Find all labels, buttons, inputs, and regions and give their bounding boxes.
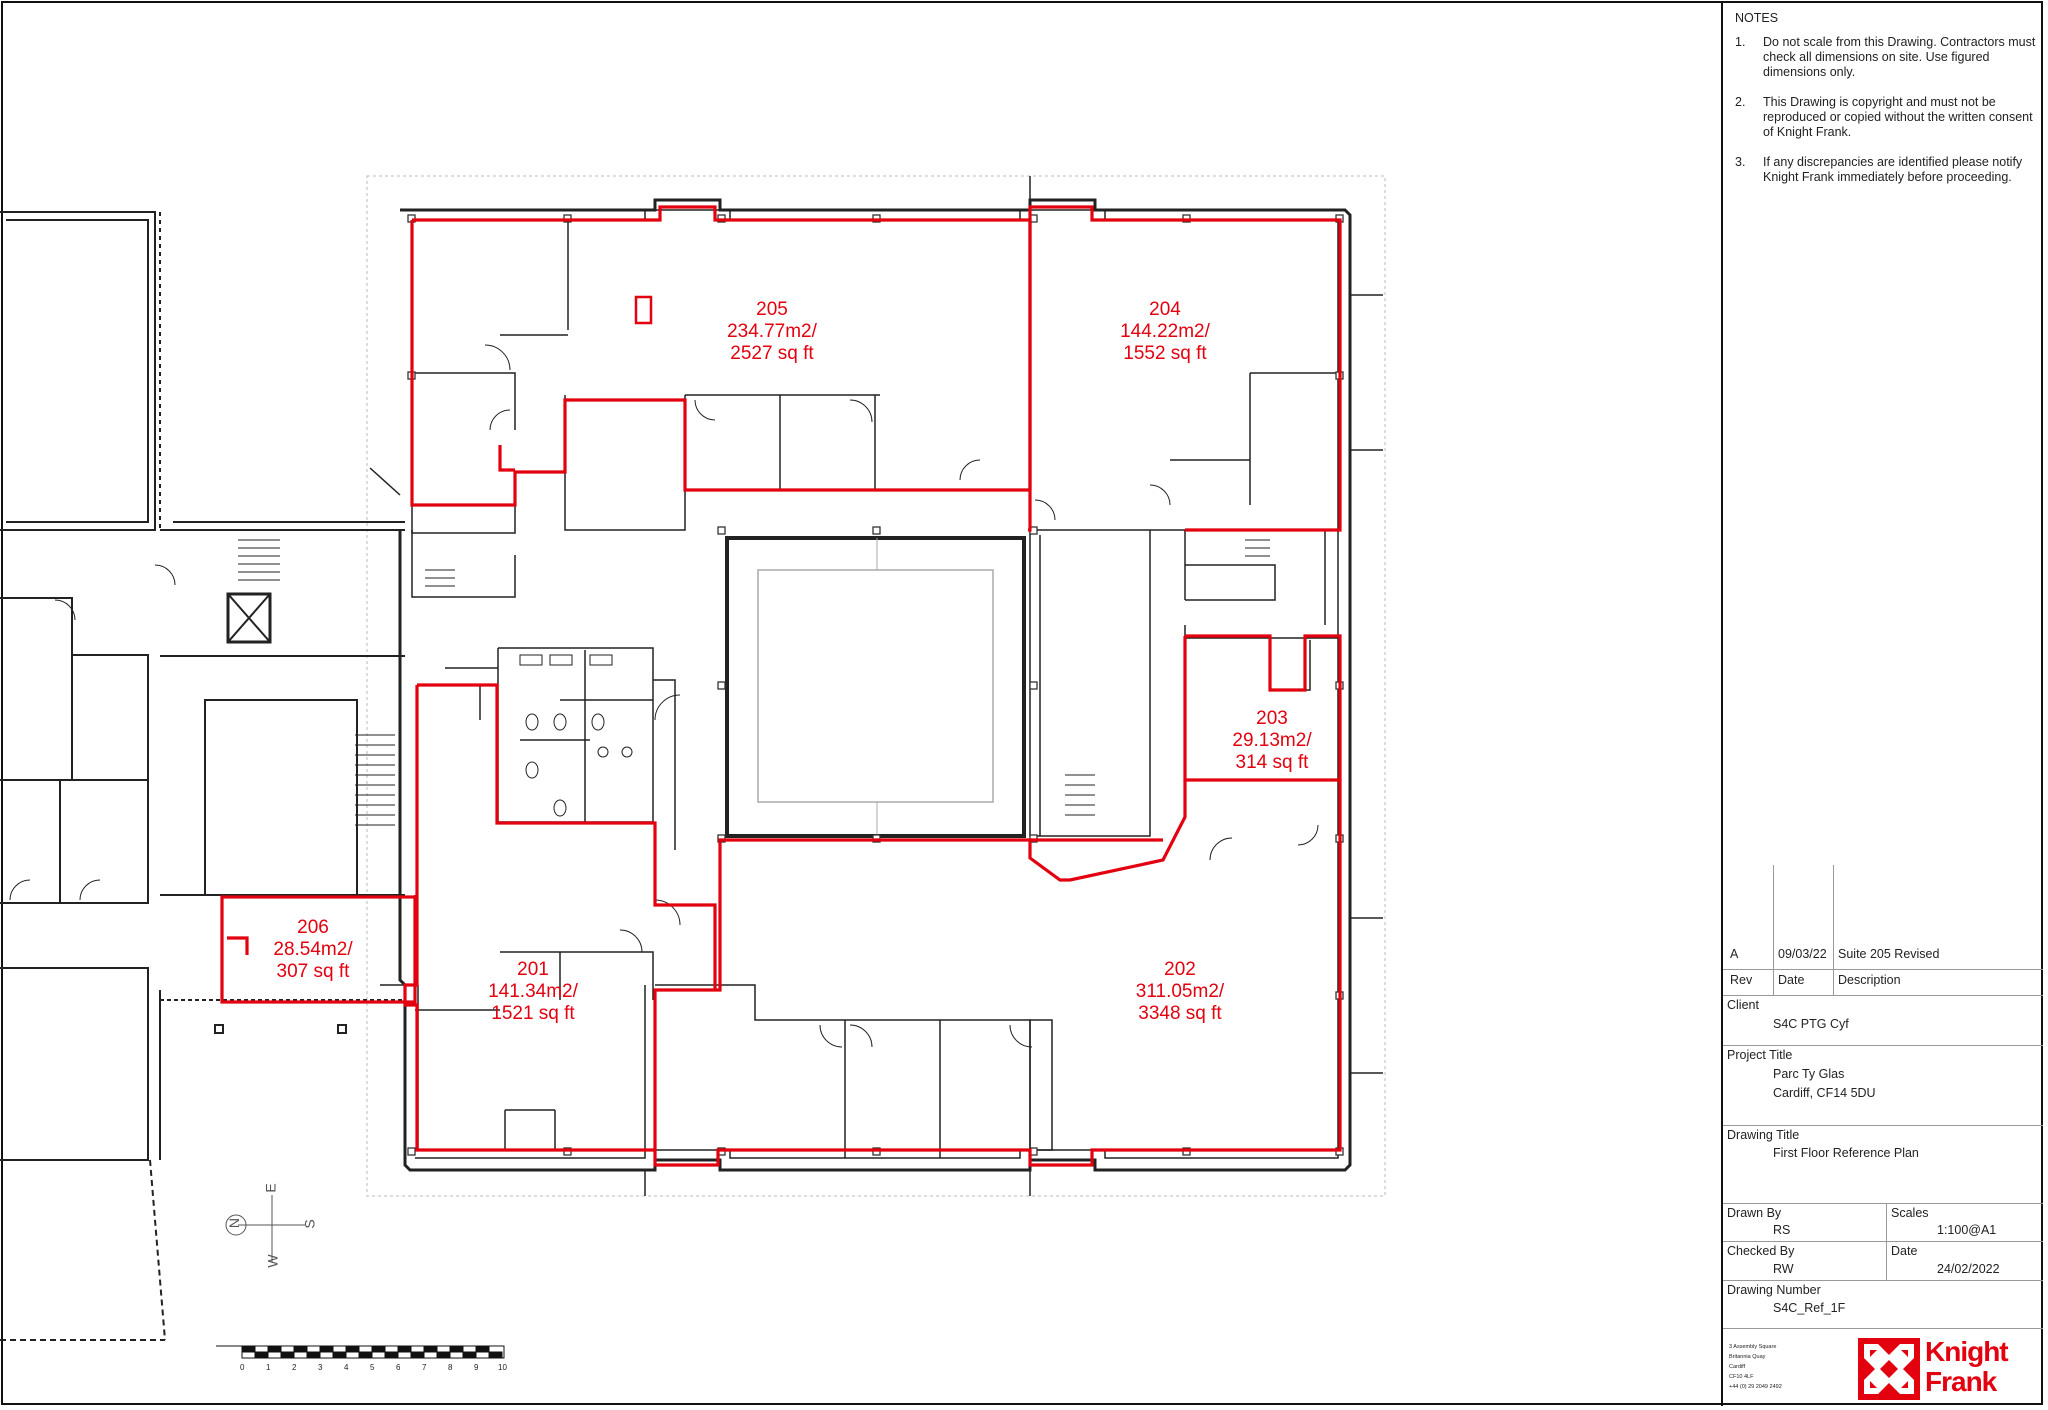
room-area-m2: 311.05m2/ [1135, 981, 1225, 1002]
compass-east: E [262, 1183, 279, 1193]
compass-west: W [264, 1254, 281, 1268]
room-number: 202 [1164, 959, 1196, 980]
scale-tick: 7 [422, 1363, 427, 1372]
note-number: 3. [1735, 155, 1746, 169]
room-area-m2: 144.22m2/ [1120, 321, 1210, 342]
project-title-line1: Parc Ty Glas [1773, 1067, 1845, 1081]
room-area-sqft: 307 sq ft [276, 961, 350, 982]
floor-plan [0, 175, 1386, 1359]
drawing-title-label: Drawing Title [1727, 1128, 1800, 1142]
notes-heading: NOTES [1735, 11, 1779, 25]
room-area-sqft: 3348 sq ft [1138, 1003, 1222, 1024]
scale-tick: 9 [474, 1363, 479, 1372]
address-line: Cardiff [1729, 1364, 1746, 1370]
client-value: S4C PTG Cyf [1773, 1017, 1849, 1031]
scales-label: Scales [1891, 1206, 1929, 1220]
project-title-line2: Cardiff, CF14 5DU [1773, 1086, 1876, 1100]
divider [1723, 995, 2043, 996]
drawn-by-label: Drawn By [1727, 1206, 1782, 1220]
address-line: 3 Assembly Square [1729, 1344, 1777, 1350]
scales-value: 1:100@A1 [1937, 1223, 1997, 1237]
room-area-m2: 141.34m2/ [488, 981, 578, 1002]
room-label-203: 203 29.13m2/ 314 sq ft [1192, 708, 1352, 774]
scale-tick: 5 [370, 1363, 375, 1372]
room-area-m2: 28.54m2/ [273, 939, 353, 960]
scale-tick: 8 [448, 1363, 453, 1372]
scale-tick: 4 [344, 1363, 349, 1372]
room-area-m2: 234.77m2/ [727, 321, 817, 342]
suite-boundaries [220, 205, 1342, 1167]
note-number: 1. [1735, 35, 1746, 49]
divider [1773, 865, 1774, 995]
scale-tick: 1 [266, 1363, 271, 1372]
drawing-title-value: First Floor Reference Plan [1773, 1146, 1919, 1160]
address-line: CF10 4LF [1729, 1374, 1754, 1380]
divider [1723, 1280, 2043, 1281]
adjacent-building [0, 211, 405, 1341]
logo-line2: Frank [1925, 1366, 1997, 1397]
room-label-202: 202 311.05m2/ 3348 sq ft [1100, 959, 1260, 1025]
divider [1833, 865, 1834, 995]
scale-tick: 10 [498, 1363, 507, 1372]
note-text: If any discrepancies are identified plea… [1763, 155, 2023, 184]
room-number: 205 [756, 299, 788, 320]
room-number: 204 [1149, 299, 1181, 320]
revision-header-rev: Rev [1730, 973, 1753, 987]
client-label: Client [1727, 998, 1759, 1012]
address-line: +44 (0) 29 2049 2492 [1729, 1384, 1782, 1390]
divider [1723, 1241, 2043, 1242]
divider [1723, 1045, 2043, 1046]
scale-tick: 6 [396, 1363, 401, 1372]
room-label-201: 201 141.34m2/ 1521 sq ft [453, 959, 613, 1025]
title-block: NOTES 1. Do not scale from this Drawing.… [1721, 3, 2043, 1406]
checked-by-label: Checked By [1727, 1244, 1795, 1258]
compass-north: N [226, 1217, 243, 1229]
logo-line1: Knight [1925, 1336, 2009, 1367]
drawn-by-value: RS [1773, 1223, 1791, 1237]
revision-description: Suite 205 Revised [1838, 947, 1940, 961]
room-label-206: 206 28.54m2/ 307 sq ft [233, 917, 393, 983]
room-number: 206 [297, 917, 329, 938]
date-label: Date [1891, 1244, 1918, 1258]
address-line: Britannia Quay [1729, 1354, 1766, 1360]
room-number: 203 [1256, 708, 1288, 729]
drawing-number-label: Drawing Number [1727, 1283, 1821, 1297]
revision-date: 09/03/22 [1778, 947, 1827, 961]
checked-by-value: RW [1773, 1262, 1794, 1276]
divider [1723, 969, 2043, 970]
room-area-sqft: 1521 sq ft [491, 1003, 575, 1024]
divider [1723, 1125, 2043, 1126]
project-title-label: Project Title [1727, 1048, 1793, 1062]
revision-header-description: Description [1838, 973, 1901, 987]
scale-bar [216, 1345, 505, 1359]
scale-tick: 0 [240, 1363, 245, 1372]
note-text: This Drawing is copyright and must not b… [1763, 95, 2033, 139]
scale-tick: 2 [292, 1363, 297, 1372]
room-label-205: 205 234.77m2/ 2527 sq ft [692, 299, 852, 365]
room-area-sqft: 314 sq ft [1235, 752, 1309, 773]
date-value: 24/02/2022 [1937, 1262, 2000, 1276]
room-number: 201 [517, 959, 549, 980]
compass [225, 1195, 305, 1262]
revision-rev: A [1730, 947, 1739, 961]
revision-header-date: Date [1778, 973, 1805, 987]
divider [1723, 1328, 2043, 1329]
drawing-number-value: S4C_Ref_1F [1773, 1301, 1846, 1315]
knight-frank-logo-mark [1858, 1338, 1920, 1400]
note-text: Do not scale from this Drawing. Contract… [1763, 35, 2036, 79]
room-area-m2: 29.13m2/ [1232, 730, 1312, 751]
room-area-sqft: 1552 sq ft [1123, 343, 1207, 364]
compass-south: S [301, 1219, 318, 1229]
note-number: 2. [1735, 95, 1746, 109]
room-area-sqft: 2527 sq ft [730, 343, 814, 364]
divider [1723, 1203, 2043, 1204]
scale-tick: 3 [318, 1363, 323, 1372]
room-label-204: 204 144.22m2/ 1552 sq ft [1085, 299, 1245, 365]
